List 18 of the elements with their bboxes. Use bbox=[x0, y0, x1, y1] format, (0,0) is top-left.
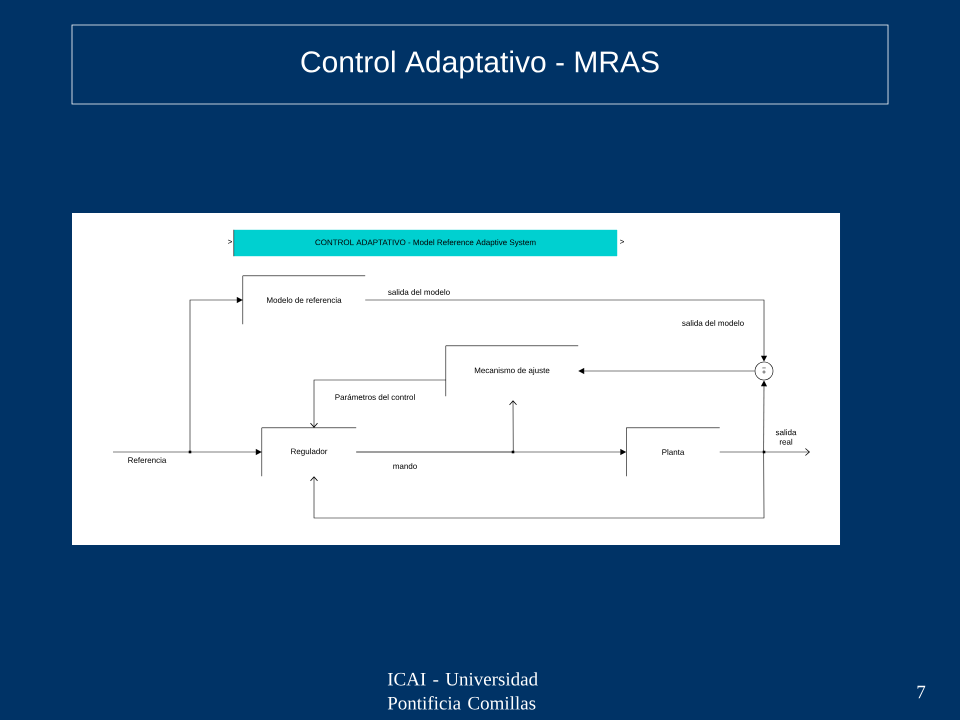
edge-label: mando bbox=[392, 462, 418, 470]
page-number: 7 bbox=[918, 686, 926, 698]
arrow bbox=[356, 400, 517, 452]
block: Regulador bbox=[262, 428, 356, 476]
edge-label: salida del modelo bbox=[386, 288, 452, 296]
signal-label: salida del modelo bbox=[682, 320, 744, 326]
block: Modelo de referencia bbox=[242, 276, 366, 324]
footer-text: ICAI - Universidad Pontificia Comillas bbox=[388, 672, 538, 710]
title-banner: CONTROL ADAPTATIVO - Model Reference Adaptive System bbox=[234, 230, 618, 256]
edge-label: salida real bbox=[769, 428, 804, 446]
arrow bbox=[310, 452, 764, 518]
arrow bbox=[719, 448, 810, 456]
edge-label: Parámetros del control bbox=[334, 393, 416, 401]
block: Planta bbox=[626, 428, 720, 476]
title-box: Control Adaptativo - MRAS bbox=[72, 24, 888, 104]
edge-label: Referencia bbox=[126, 456, 168, 464]
block: Mecanismo de ajuste bbox=[446, 346, 578, 396]
arrow bbox=[310, 380, 446, 428]
